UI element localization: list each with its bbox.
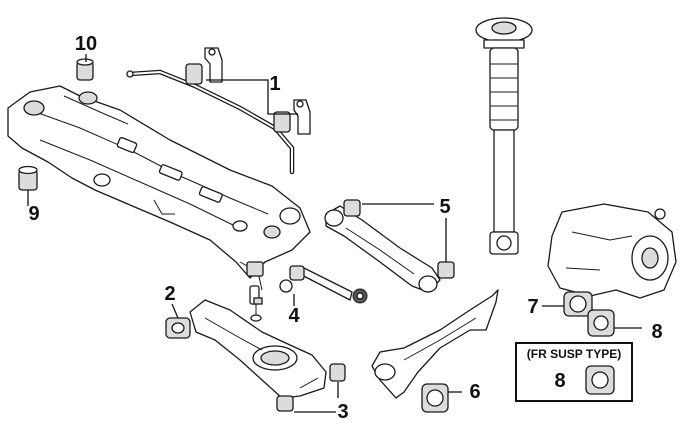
- inset-fr-susp-type: (FR SUSP TYPE) 8: [515, 342, 633, 402]
- callout-10: 10: [75, 33, 97, 55]
- callout-labels: 10 1 9 2 4 3 5 6 7 8: [28, 33, 662, 423]
- rear-knuckle: [547, 203, 677, 299]
- subframe-mount-bushing-bottom: [18, 165, 38, 191]
- callout-4: 4: [288, 305, 300, 327]
- leader-lines: [27, 54, 642, 413]
- inset-label: (FR SUSP TYPE): [527, 347, 621, 361]
- trailing-arm: [371, 289, 499, 399]
- stabilizer-link: [249, 285, 263, 322]
- callout-7: 7: [527, 296, 538, 318]
- upper-arm-bushing-outer: [437, 261, 455, 279]
- lower-arm-bushing-front: [165, 317, 191, 339]
- stabilizer-bushing-lower: [273, 99, 311, 135]
- lower-control-arm: [189, 299, 327, 399]
- subframe-mount-bushing-top: [76, 58, 94, 81]
- rear-subframe: [7, 85, 311, 291]
- lower-arm-bushing-rear-a: [329, 363, 346, 382]
- stabilizer-bar: [126, 69, 295, 175]
- toe-control-link: [279, 265, 368, 304]
- callout-2: 2: [164, 283, 175, 305]
- shock-absorber: [475, 17, 533, 255]
- inset-bushing: [585, 365, 615, 395]
- callout-1: 1: [269, 73, 280, 95]
- knuckle-bushing-lower: [587, 309, 615, 337]
- callout-3: 3: [337, 401, 348, 423]
- upper-control-arm: [324, 205, 441, 293]
- callout-6: 6: [469, 381, 480, 403]
- lower-arm-bushing-rear-b: [276, 395, 294, 412]
- callout-9: 9: [28, 203, 39, 225]
- callout-8: 8: [651, 321, 662, 343]
- callout-5: 5: [439, 196, 450, 218]
- trailing-arm-bushing: [421, 383, 449, 413]
- stabilizer-bushing-upper: [185, 47, 223, 85]
- callout-8-inset: 8: [554, 370, 565, 392]
- knuckle-bushing-upper: [563, 291, 593, 317]
- upper-arm-bushing-inner: [343, 199, 361, 217]
